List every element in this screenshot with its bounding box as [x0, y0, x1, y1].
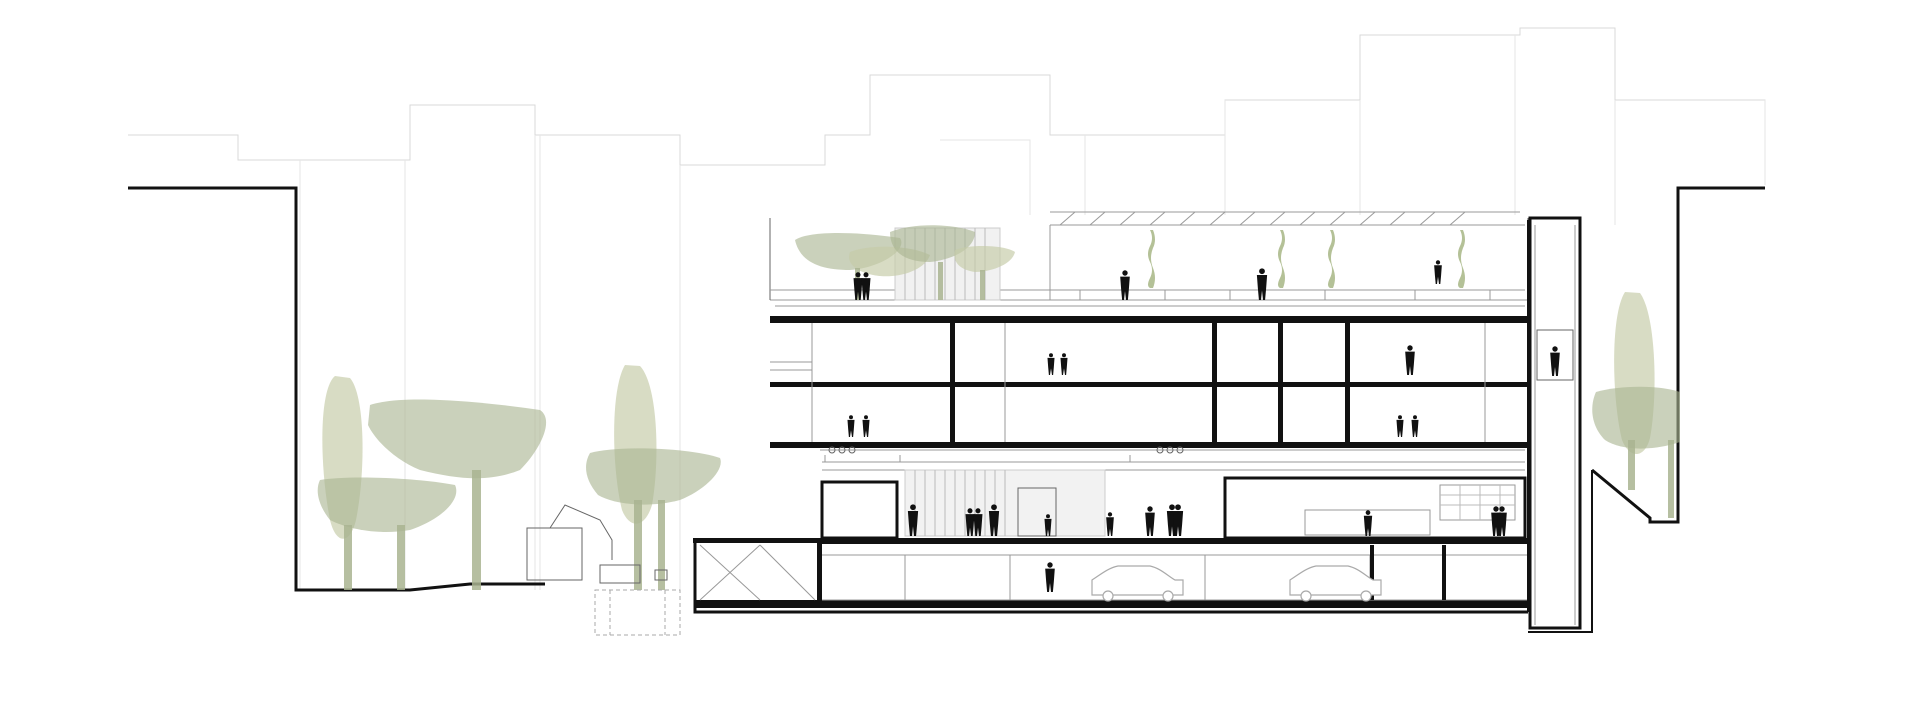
person-silhouette: [861, 272, 871, 300]
main-building: [693, 211, 1582, 630]
parking-vehicles: [1091, 565, 1382, 602]
person-silhouette: [1120, 270, 1130, 300]
person-silhouette: [1550, 346, 1560, 376]
excavator: [526, 504, 681, 636]
roof-vines: [1148, 230, 1465, 288]
person-silhouette: [1256, 268, 1268, 300]
person-silhouette: [1363, 510, 1373, 536]
person-silhouette: [1434, 260, 1442, 284]
person-silhouette: [973, 508, 983, 536]
ground-profile: [128, 186, 1765, 633]
person-silhouette: [1106, 512, 1114, 536]
person-silhouette: [1172, 504, 1184, 536]
person-silhouette: [847, 415, 855, 437]
person-silhouette: [907, 504, 919, 536]
people-silhouettes: [847, 260, 1560, 592]
right-street-trees: [1592, 292, 1680, 518]
person-silhouette: [1405, 345, 1415, 375]
person-silhouette: [853, 272, 863, 300]
person-silhouette: [965, 508, 975, 536]
person-silhouette: [988, 504, 1000, 536]
person-silhouette: [1045, 562, 1055, 592]
person-silhouette: [1044, 514, 1052, 536]
person-silhouette: [1411, 415, 1419, 437]
person-silhouette: [862, 415, 870, 437]
person-silhouette: [1047, 353, 1055, 375]
context-buildings: [128, 27, 1766, 590]
left-garden-trees: [317, 365, 721, 590]
person-silhouette: [1145, 506, 1155, 536]
person-silhouette: [1396, 415, 1404, 437]
person-silhouette: [1060, 353, 1068, 375]
person-silhouette: [1497, 506, 1507, 536]
